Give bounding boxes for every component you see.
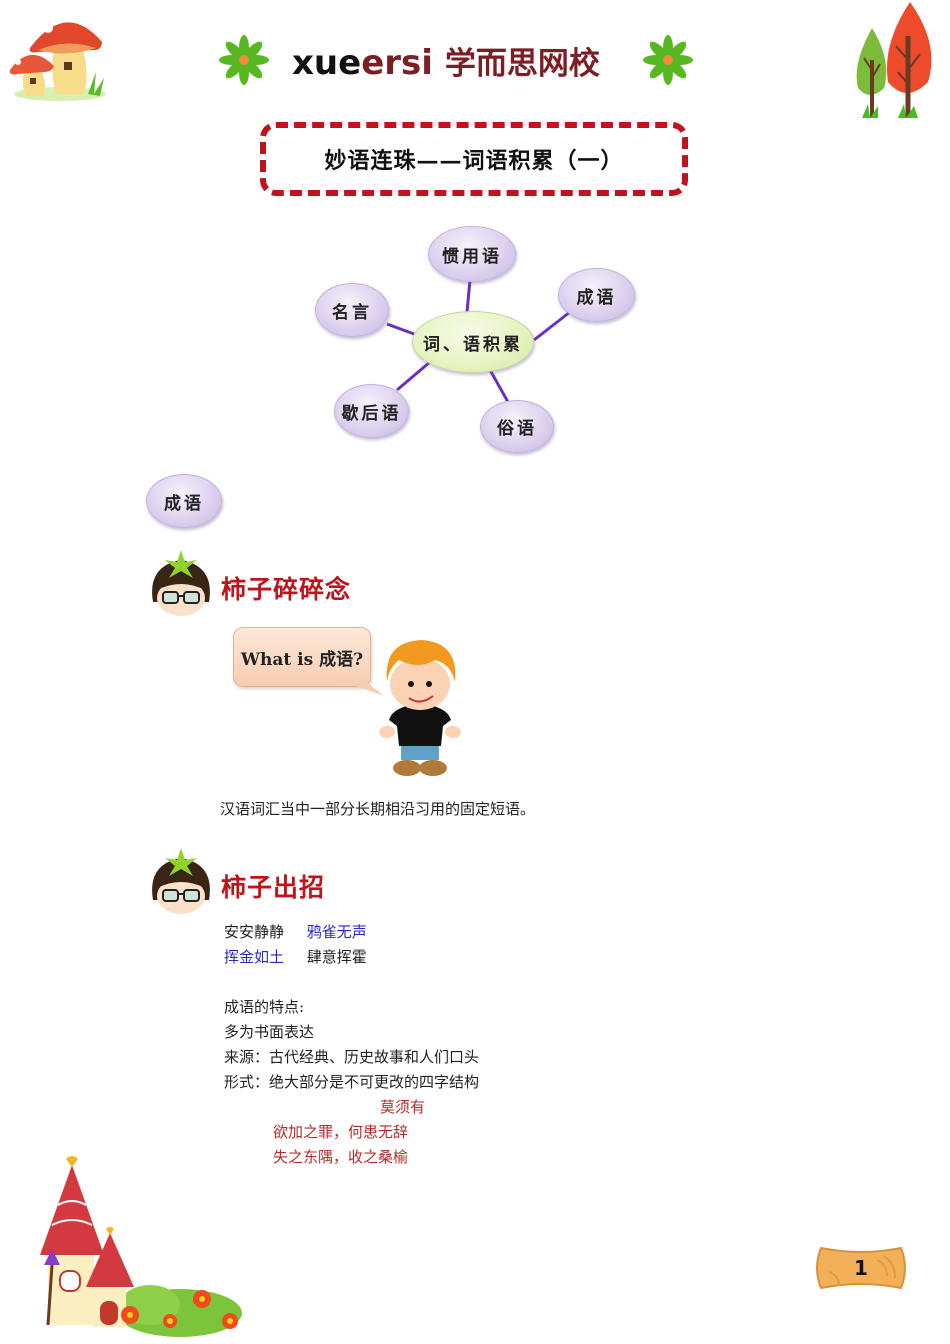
lesson-title: 妙语连珠——词语积累（一） bbox=[324, 148, 624, 174]
logo-latin-ersi: ersi bbox=[361, 42, 433, 83]
green-flower-icon bbox=[643, 35, 693, 85]
chengyu-features: 成语的特点: 多为书面表达 来源：古代经典、历史故事和人们口头 形式：绝大部分是… bbox=[224, 995, 479, 1170]
page-number: 1 bbox=[854, 1256, 868, 1280]
features-heading: 成语的特点: bbox=[224, 998, 305, 1016]
red-example: 莫须有 bbox=[380, 1098, 426, 1116]
persimmon-girl-avatar-icon bbox=[152, 848, 210, 914]
example-phrase: 安安静静 bbox=[224, 923, 285, 941]
page-number-badge: 1 bbox=[815, 1242, 907, 1294]
example-phrase-highlight: 挥金如土 bbox=[224, 948, 285, 966]
feature-item: 多为书面表达 bbox=[224, 1023, 315, 1041]
mind-map: 惯用语 成语 俗语 歇后语 名言 词、语积累 bbox=[0, 0, 950, 470]
lesson-title-box: 妙语连珠——词语积累（一） bbox=[260, 122, 688, 196]
castle-decoration bbox=[40, 1156, 242, 1337]
speech-bubble-tail bbox=[340, 680, 384, 696]
example-phrase: 肆意挥霍 bbox=[306, 948, 367, 966]
logo-latin-xue: xue bbox=[292, 42, 362, 83]
brand-logo: xueersi 学而思网校 bbox=[218, 30, 698, 90]
mind-map-node-mingyan: 名言 bbox=[315, 283, 389, 337]
section-header-chuzhao: 柿子出招 bbox=[145, 846, 325, 916]
mind-map-node-guanyongyu: 惯用语 bbox=[428, 226, 516, 282]
example-phrase-highlight: 鸦雀无声 bbox=[306, 923, 367, 941]
speech-bubble: What is 成语? bbox=[233, 627, 371, 687]
wooden-plaque-icon bbox=[816, 1246, 906, 1290]
section-title-chuzhao: 柿子出招 bbox=[221, 873, 326, 902]
feature-item: 形式：绝大部分是不可更改的四字结构 bbox=[224, 1073, 480, 1091]
persimmon-girl-avatar-icon bbox=[152, 550, 210, 616]
example-pairs: 安安静静 鸦雀无声 挥金如土 肆意挥霍 bbox=[224, 920, 367, 970]
mind-map-center: 词、语积累 bbox=[412, 311, 534, 373]
feature-item: 来源：古代经典、历史故事和人们口头 bbox=[224, 1048, 480, 1066]
example-row: 挥金如土 肆意挥霍 bbox=[224, 945, 367, 970]
red-example: 欲加之罪，何患无辞 bbox=[273, 1123, 409, 1141]
logo-chinese: 学而思网校 bbox=[444, 45, 600, 82]
mind-map-node-suyu: 俗语 bbox=[480, 400, 554, 453]
red-example: 失之东隅，收之桑榆 bbox=[273, 1148, 409, 1166]
section-title-suisuinian: 柿子碎碎念 bbox=[221, 575, 352, 604]
section-header-suisuinian: 柿子碎碎念 bbox=[145, 548, 351, 618]
example-row: 安安静静 鸦雀无声 bbox=[224, 920, 367, 945]
mind-map-node-chengyu: 成语 bbox=[558, 268, 635, 322]
cartoon-boy-illustration bbox=[379, 640, 461, 776]
mind-map-node-xiehouyu: 歇后语 bbox=[334, 384, 409, 438]
topic-bubble-chengyu: 成语 bbox=[146, 474, 222, 528]
chengyu-definition: 汉语词汇当中一部分长期相沿习用的固定短语。 bbox=[220, 800, 536, 818]
mushroom-house-decoration bbox=[9, 19, 106, 101]
mind-map-connectors bbox=[386, 279, 571, 403]
trees-decoration bbox=[856, 2, 932, 118]
green-flower-icon bbox=[219, 35, 269, 85]
